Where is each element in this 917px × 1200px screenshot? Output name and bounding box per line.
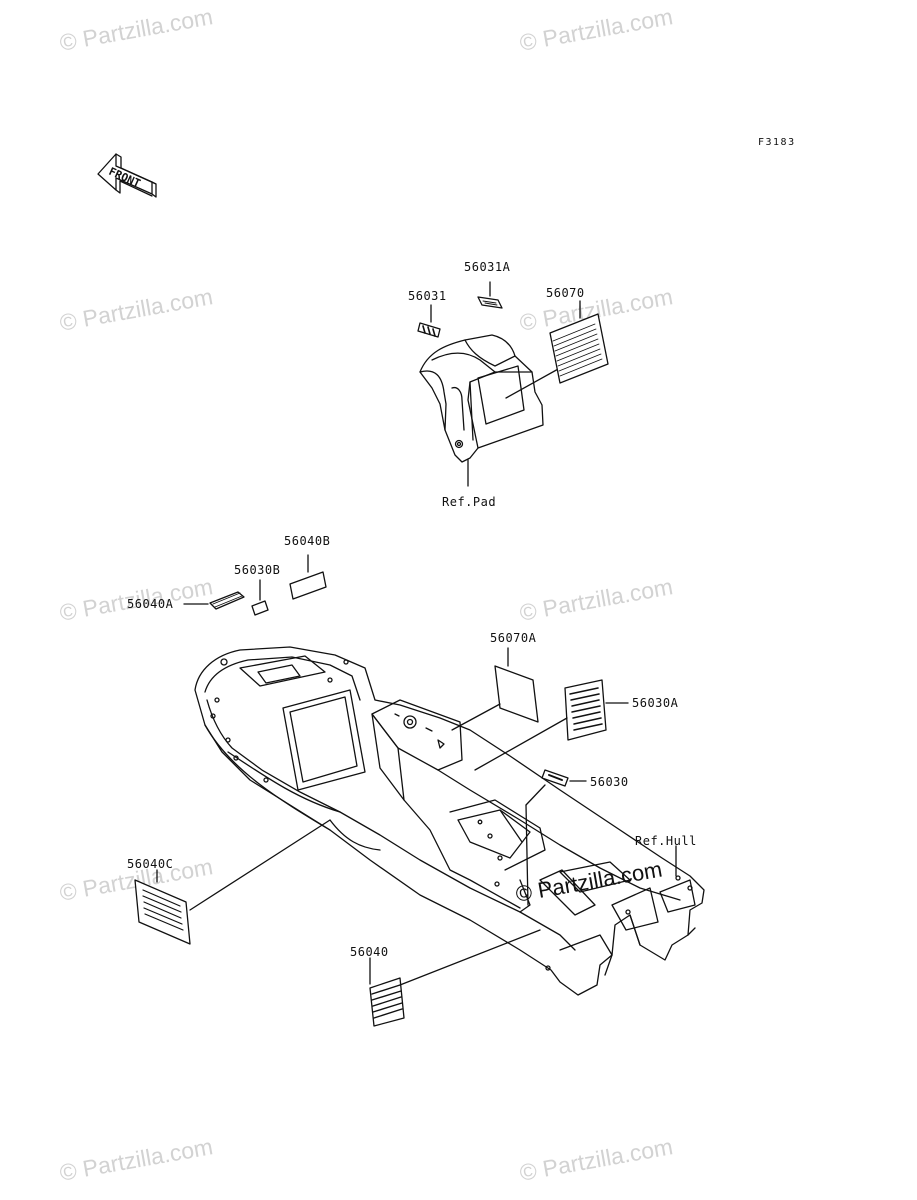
decal-56040 (369, 804, 541, 1027)
decal-56040c (134, 819, 331, 945)
ref-pad-label: Ref.Pad (442, 495, 497, 509)
part-label-56040a: 56040A (127, 597, 174, 611)
figure-code: F3183 (758, 137, 796, 148)
part-label-56070a: 56070A (490, 631, 537, 645)
hull-mounting-holes (210, 658, 693, 971)
part-label-56040: 56040 (350, 945, 389, 959)
part-label-56030a: 56030A (632, 696, 679, 710)
part-label-56070: 56070 (546, 286, 585, 300)
part-label-56031: 56031 (408, 289, 447, 303)
decal-56040a (183, 591, 245, 610)
ref-hull-label: Ref.Hull (635, 834, 697, 848)
decal-56070 (549, 300, 609, 384)
decal-56030a (474, 679, 629, 771)
part-label-56040b: 56040B (284, 534, 331, 548)
part-label-56030b: 56030B (234, 563, 281, 577)
decal-56030b (251, 579, 269, 616)
pad-assembly (419, 334, 561, 487)
part-label-56040c: 56040C (127, 857, 174, 871)
decal-56070a (451, 647, 539, 731)
part-label-56031a: 56031A (464, 260, 511, 274)
front-arrow-icon: FRONT (97, 153, 157, 198)
decal-56030 (525, 769, 587, 806)
decal-56040b (289, 554, 327, 600)
hull (194, 646, 705, 996)
part-label-56030: 56030 (590, 775, 629, 789)
decal-56031a (477, 281, 503, 309)
decal-56031 (417, 304, 441, 338)
